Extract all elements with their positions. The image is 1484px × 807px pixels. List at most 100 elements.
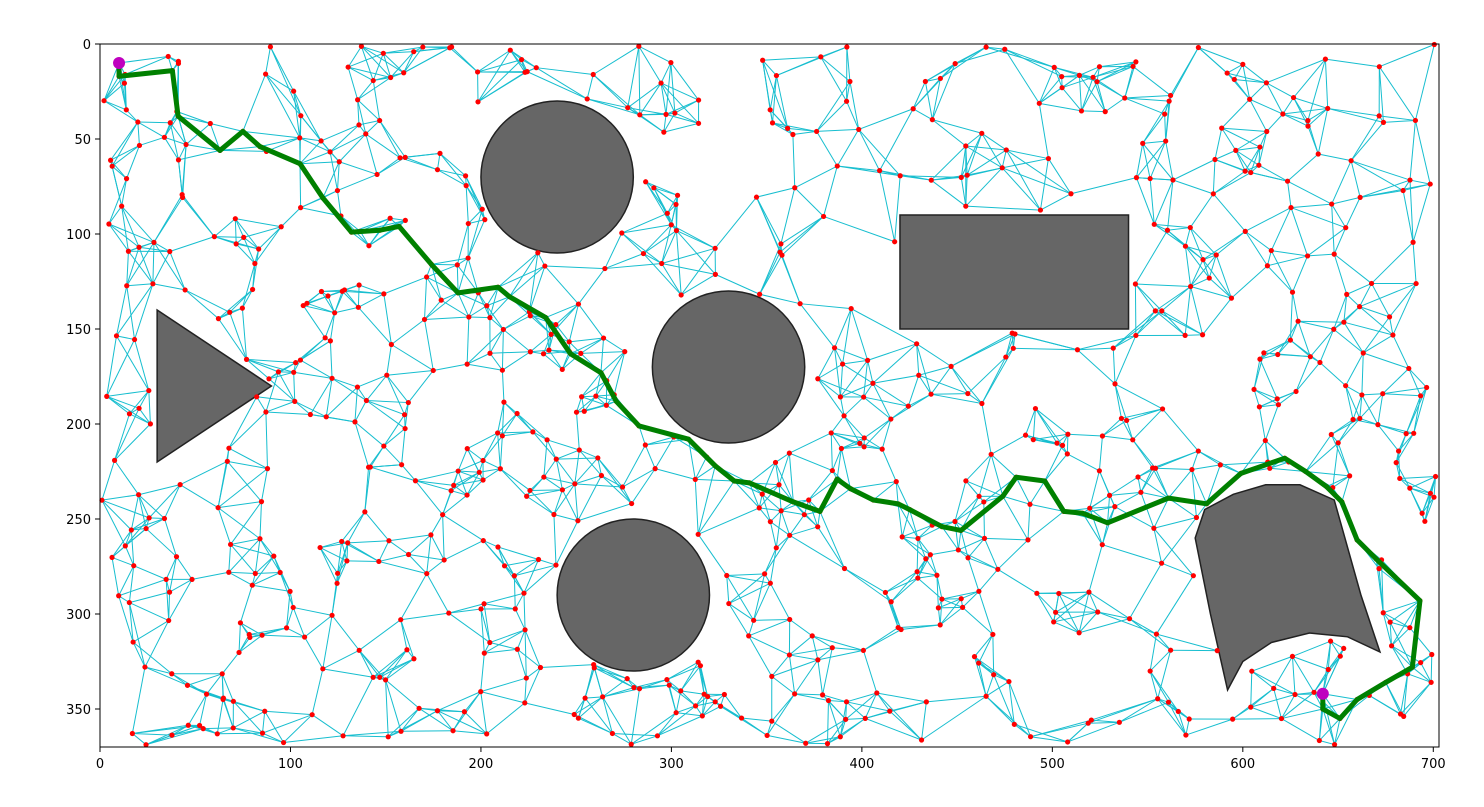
graph-node xyxy=(1359,392,1365,398)
graph-edge xyxy=(347,52,384,68)
graph-edge xyxy=(497,431,533,434)
graph-edge xyxy=(694,456,708,480)
graph-edge xyxy=(233,700,263,734)
graph-edge xyxy=(1226,72,1251,100)
graph-node xyxy=(837,394,844,400)
graph-edge xyxy=(794,659,819,695)
graph-edge xyxy=(222,698,265,712)
graph-edge xyxy=(448,603,485,614)
graph-edge xyxy=(214,236,244,238)
graph-edge xyxy=(1337,418,1361,444)
graph-node xyxy=(1411,430,1417,436)
graph-edge xyxy=(581,380,608,398)
plot-frame xyxy=(99,43,1440,748)
graph-node xyxy=(480,537,486,544)
graph-edge xyxy=(666,661,699,681)
graph-node xyxy=(388,341,394,348)
graph-edge xyxy=(289,591,294,608)
graph-node xyxy=(674,192,681,198)
graph-node xyxy=(712,271,719,277)
graph-edge xyxy=(516,629,526,650)
graph-edge xyxy=(108,223,140,248)
graph-node xyxy=(960,604,966,610)
graph-edge xyxy=(184,289,219,320)
graph-edge xyxy=(137,121,171,124)
graph-edge xyxy=(543,334,552,355)
graph-edge xyxy=(966,149,1007,176)
graph-node xyxy=(196,722,203,729)
graph-edge xyxy=(133,565,167,580)
graph-edge xyxy=(622,468,656,488)
graph-edge xyxy=(144,666,188,686)
graph-node xyxy=(182,287,188,293)
graph-node xyxy=(329,612,335,618)
graph-edge xyxy=(894,175,901,242)
graph-edge xyxy=(601,475,623,488)
graph-edge xyxy=(128,250,154,285)
graph-edge xyxy=(789,452,833,472)
graph-edge xyxy=(320,124,360,142)
graph-edge xyxy=(1067,453,1100,472)
graph-node xyxy=(652,466,658,472)
graph-edge xyxy=(169,556,177,593)
graph-node xyxy=(843,699,850,705)
graph-edge xyxy=(726,575,755,621)
graph-edge xyxy=(299,140,322,165)
graph-edge xyxy=(322,161,340,199)
graph-edge xyxy=(319,540,342,549)
graph-node xyxy=(200,726,206,732)
graph-edge xyxy=(1114,383,1122,419)
graph-edge xyxy=(358,649,381,678)
graph-edge xyxy=(361,45,384,54)
graph-node xyxy=(958,596,964,602)
graph-node xyxy=(553,562,559,568)
graph-edge xyxy=(1293,58,1326,98)
graph-edge xyxy=(930,366,952,395)
graph-edge xyxy=(748,619,790,637)
graph-edge xyxy=(1121,408,1163,419)
graph-node xyxy=(879,446,885,452)
graph-edge xyxy=(845,692,878,720)
graph-edge xyxy=(1281,718,1320,741)
graph-edge xyxy=(268,378,296,402)
graph-node xyxy=(1099,433,1106,439)
graph-edge xyxy=(574,483,623,488)
graph-edge xyxy=(573,697,586,715)
graph-edge xyxy=(1155,286,1191,312)
graph-edge xyxy=(382,53,392,78)
graph-node xyxy=(928,391,934,397)
graph-edge xyxy=(1135,143,1144,178)
graph-edge xyxy=(262,634,305,638)
graph-node xyxy=(271,553,277,559)
graph-edge xyxy=(517,648,541,668)
graph-node xyxy=(678,292,684,298)
graph-node xyxy=(464,446,470,452)
graph-node xyxy=(1027,501,1033,507)
graph-node xyxy=(861,394,867,400)
graph-node xyxy=(1388,643,1395,649)
graph-edge xyxy=(701,696,709,716)
graph-edge xyxy=(574,483,579,521)
graph-edge xyxy=(379,120,406,158)
graph-edge xyxy=(378,540,390,562)
graph-edge xyxy=(304,614,333,638)
graph-node xyxy=(258,499,265,505)
graph-edge xyxy=(329,151,338,191)
graph-edge xyxy=(929,554,938,576)
graph-node xyxy=(298,205,304,211)
graph-edge xyxy=(401,428,406,465)
graph-edge xyxy=(128,602,134,643)
graph-edge xyxy=(950,366,969,394)
graph-edge xyxy=(1407,673,1432,683)
graph-edge xyxy=(1120,418,1134,441)
graph-node xyxy=(524,69,530,75)
graph-edge xyxy=(386,374,409,403)
graph-node xyxy=(126,599,132,606)
graph-edge xyxy=(1244,230,1272,251)
graph-edge xyxy=(265,73,294,92)
graph-edge xyxy=(501,402,505,436)
graph-edge xyxy=(234,218,245,238)
graph-edge xyxy=(217,732,263,735)
graph-edge xyxy=(657,715,703,737)
graph-edge xyxy=(930,549,959,556)
